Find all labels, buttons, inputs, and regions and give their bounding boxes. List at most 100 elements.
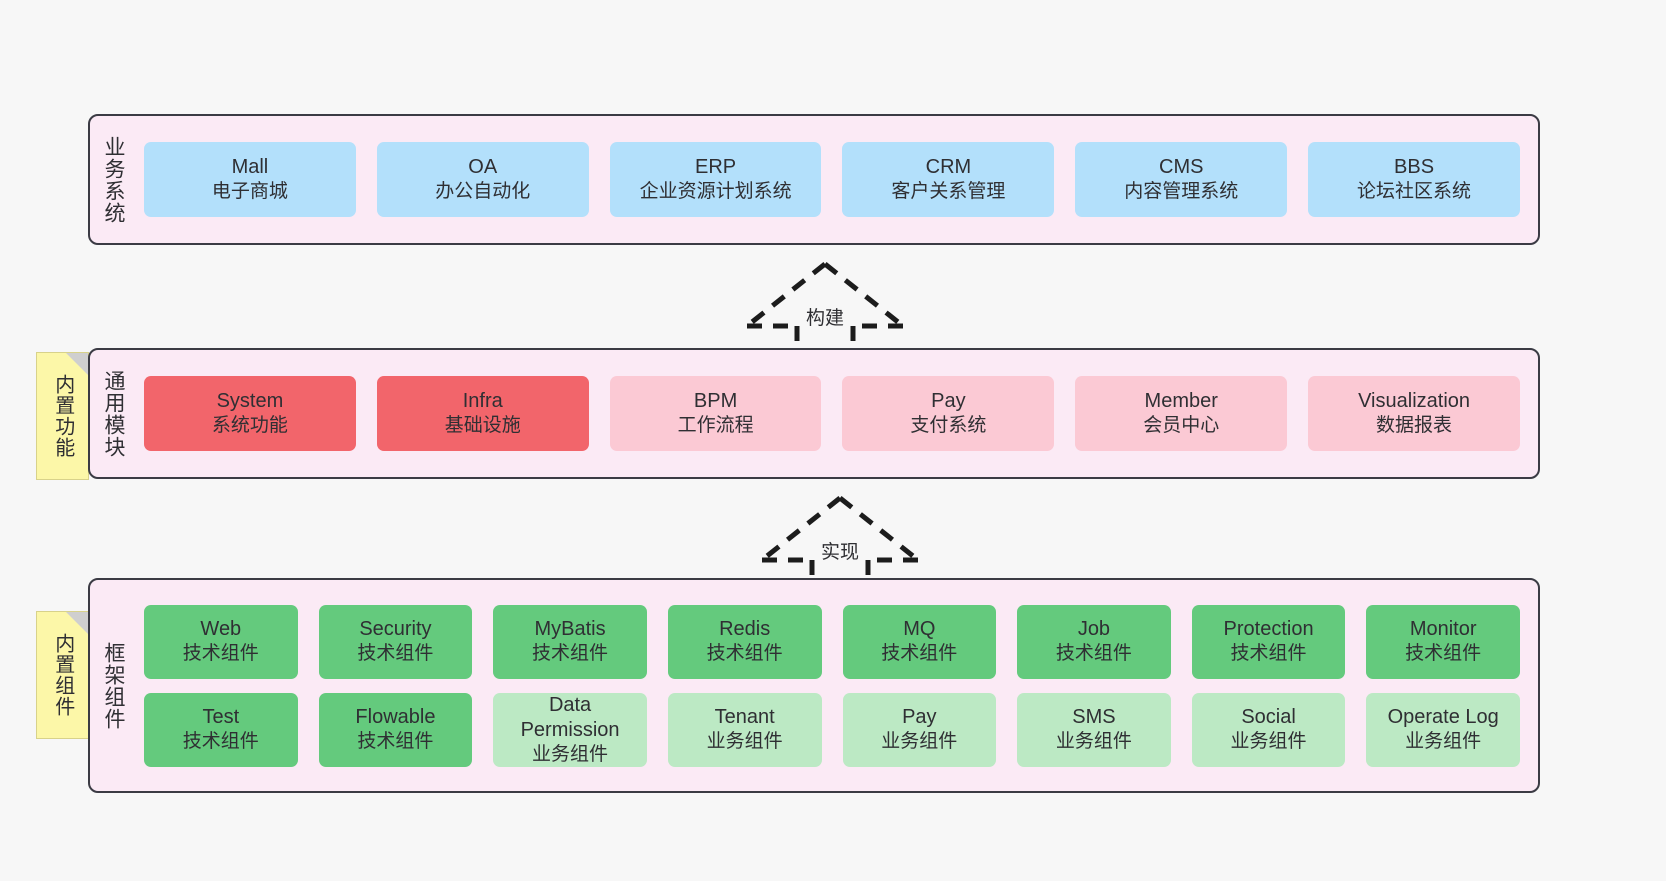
layer-framework-components: 框架组件 Web 技术组件 Security 技术组件 MyBatis 技术组件… [88,578,1540,793]
note-fold-corner [66,353,88,375]
card-crm[interactable]: CRM 客户关系管理 [842,142,1055,217]
card-title: Infra [462,390,503,413]
card-subtitle: 技术组件 [1230,643,1307,665]
card-subtitle: 客户关系管理 [891,181,1006,203]
card-title: System [216,390,284,413]
card-redis[interactable]: Redis 技术组件 [667,604,822,679]
card-title: BBS [1394,156,1435,179]
card-title: Pay [902,706,937,729]
card-data-permission[interactable]: Data Permission 业务组件 [493,692,647,767]
card-subtitle: 技术组件 [706,643,783,665]
layer-body-business-systems: Mall 电子商城 OA 办公自动化 ERP 企业资源计划系统 CRM 客户关系… [136,116,1538,243]
card-row: System 系统功能 Infra 基础设施 BPM 工作流程 Pay 支付系统… [144,376,1520,451]
card-subtitle: 支付系统 [910,415,987,437]
card-subtitle: 技术组件 [357,643,434,665]
sticky-note-builtin-functions: 内置功能 [36,352,89,480]
layer-title-common-modules: 通用模块 [101,369,125,458]
card-title: Security [359,618,432,641]
card-title: Test [202,706,240,729]
card-job[interactable]: Job 技术组件 [1017,604,1171,679]
note-label: 内置功能 [51,374,74,458]
card-subtitle: 基础设施 [444,415,521,437]
card-cms[interactable]: CMS 内容管理系统 [1075,142,1288,217]
card-subtitle: 工作流程 [677,415,754,437]
card-title: Flowable [355,706,436,729]
card-subtitle: 企业资源计划系统 [639,181,792,203]
card-web[interactable]: Web 技术组件 [144,604,298,679]
card-infra[interactable]: Infra 基础设施 [376,376,589,451]
card-subtitle: 技术组件 [1405,643,1482,665]
card-title: Operate Log [1387,706,1499,729]
card-subtitle: 业务组件 [706,731,783,753]
card-social[interactable]: Social 业务组件 [1191,692,1346,767]
card-title: MQ [903,618,936,641]
card-title: SMS [1072,706,1116,729]
card-operate-log[interactable]: Operate Log 业务组件 [1366,692,1520,767]
card-row: Mall 电子商城 OA 办公自动化 ERP 企业资源计划系统 CRM 客户关系… [144,142,1520,217]
card-title: Monitor [1409,618,1477,641]
card-title: Mall [231,156,269,179]
card-mybatis[interactable]: MyBatis 技术组件 [493,604,647,679]
card-subtitle: 技术组件 [182,731,259,753]
card-flowable[interactable]: Flowable 技术组件 [318,692,473,767]
card-member[interactable]: Member 会员中心 [1075,376,1288,451]
card-title: Social [1241,706,1296,729]
layer-body-framework-components: Web 技术组件 Security 技术组件 MyBatis 技术组件 Redi… [136,580,1538,791]
layer-title-business-systems: 业务系统 [101,135,125,224]
card-subtitle: 技术组件 [881,643,958,665]
card-title: MyBatis [534,618,606,641]
layer-body-common-modules: System 系统功能 Infra 基础设施 BPM 工作流程 Pay 支付系统… [136,350,1538,477]
card-system[interactable]: System 系统功能 [144,376,356,451]
card-pay[interactable]: Pay 支付系统 [842,376,1055,451]
card-title: OA [468,156,498,179]
card-title: ERP [695,156,737,179]
card-subtitle: 数据报表 [1376,415,1453,437]
card-subtitle: 论坛社区系统 [1357,181,1472,203]
card-security[interactable]: Security 技术组件 [318,604,473,679]
card-test[interactable]: Test 技术组件 [144,692,298,767]
card-title: Tenant [714,706,775,729]
card-subtitle: 技术组件 [532,643,609,665]
card-subtitle: 业务组件 [1405,731,1482,753]
card-subtitle: 技术组件 [357,731,434,753]
card-erp[interactable]: ERP 企业资源计划系统 [609,142,822,217]
card-pay-business[interactable]: Pay 业务组件 [842,692,997,767]
card-title: Protection [1223,618,1314,641]
card-mq[interactable]: MQ 技术组件 [842,604,997,679]
card-title: Redis [719,618,771,641]
note-fold-corner [66,612,88,634]
card-subtitle: 系统功能 [211,415,288,437]
card-oa[interactable]: OA 办公自动化 [376,142,589,217]
layer-common-modules: 通用模块 System 系统功能 Infra 基础设施 BPM 工作流程 Pay… [88,348,1540,479]
card-subtitle: 电子商城 [211,181,288,203]
card-sms[interactable]: SMS 业务组件 [1017,692,1171,767]
card-row: Web 技术组件 Security 技术组件 MyBatis 技术组件 Redi… [144,604,1520,679]
card-monitor[interactable]: Monitor 技术组件 [1366,604,1520,679]
layer-business-systems: 业务系统 Mall 电子商城 OA 办公自动化 ERP 企业资源计划系统 CRM… [88,114,1540,245]
card-tenant[interactable]: Tenant 业务组件 [667,692,822,767]
card-protection[interactable]: Protection 技术组件 [1191,604,1346,679]
card-title: Data Permission [520,693,620,741]
card-subtitle: 会员中心 [1143,415,1220,437]
card-bbs[interactable]: BBS 论坛社区系统 [1308,142,1520,217]
card-title: Job [1077,618,1111,641]
layer-title-framework-components: 框架组件 [101,641,125,730]
card-subtitle: 业务组件 [532,743,609,765]
card-subtitle: 技术组件 [1055,643,1132,665]
card-visualization[interactable]: Visualization 数据报表 [1308,376,1520,451]
card-subtitle: 业务组件 [1230,731,1307,753]
card-mall[interactable]: Mall 电子商城 [144,142,356,217]
card-bpm[interactable]: BPM 工作流程 [609,376,822,451]
sticky-note-builtin-components: 内置组件 [36,611,89,739]
card-row: Test 技术组件 Flowable 技术组件 Data Permission … [144,692,1520,767]
card-subtitle: 内容管理系统 [1124,181,1239,203]
card-title: Web [200,618,242,641]
card-subtitle: 业务组件 [1055,731,1132,753]
card-title: Visualization [1358,390,1471,413]
card-subtitle: 业务组件 [881,731,958,753]
card-title: CRM [925,156,972,179]
card-subtitle: 办公自动化 [435,181,531,203]
card-subtitle: 技术组件 [182,643,259,665]
card-title: BPM [693,390,738,413]
